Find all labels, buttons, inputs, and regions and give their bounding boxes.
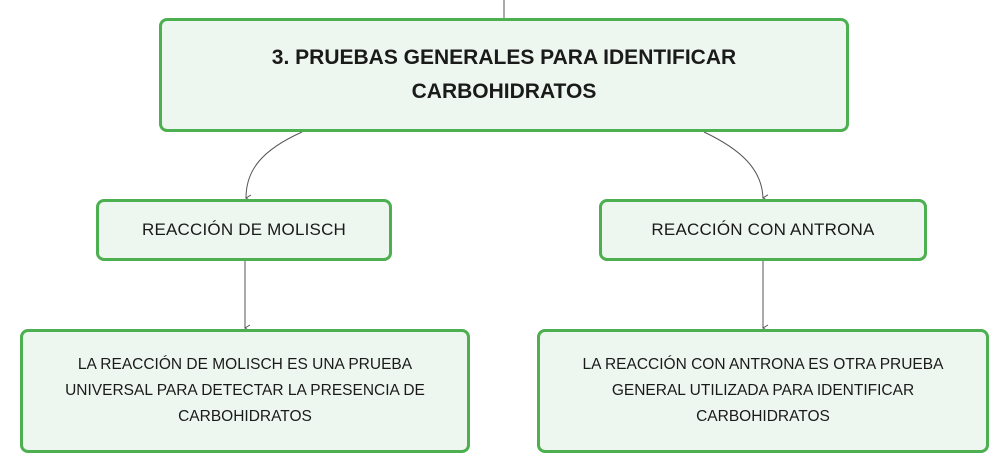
subtopic-text-molisch: LA REACCIÓN DE MOLISCH ES UNA PRUEBA UNI… bbox=[65, 356, 425, 425]
topic-node-antrona[interactable]: REACCIÓN CON ANTRONA bbox=[599, 199, 927, 261]
topic-node-molisch[interactable]: REACCIÓN DE MOLISCH bbox=[96, 199, 392, 261]
subtopic-node-molisch-description[interactable]: LA REACCIÓN DE MOLISCH ES UNA PRUEBA UNI… bbox=[20, 329, 470, 453]
subtopic-node-antrona-description[interactable]: LA REACCIÓN CON ANTRONA ES OTRA PRUEBA G… bbox=[537, 329, 989, 453]
connector-root-to-molisch bbox=[245, 131, 303, 202]
subtopic-text-antrona: LA REACCIÓN CON ANTRONA ES OTRA PRUEBA G… bbox=[582, 356, 944, 425]
topic-label-antrona: REACCIÓN CON ANTRONA bbox=[651, 220, 875, 239]
root-topic-node[interactable]: 3. PRUEBAS GENERALES PARA IDENTIFICAR CA… bbox=[159, 18, 849, 132]
connector-root-to-antrona bbox=[703, 131, 769, 202]
topic-label-molisch: REACCIÓN DE MOLISCH bbox=[141, 220, 347, 239]
root-topic-label: 3. PRUEBAS GENERALES PARA IDENTIFICAR CA… bbox=[271, 46, 737, 103]
